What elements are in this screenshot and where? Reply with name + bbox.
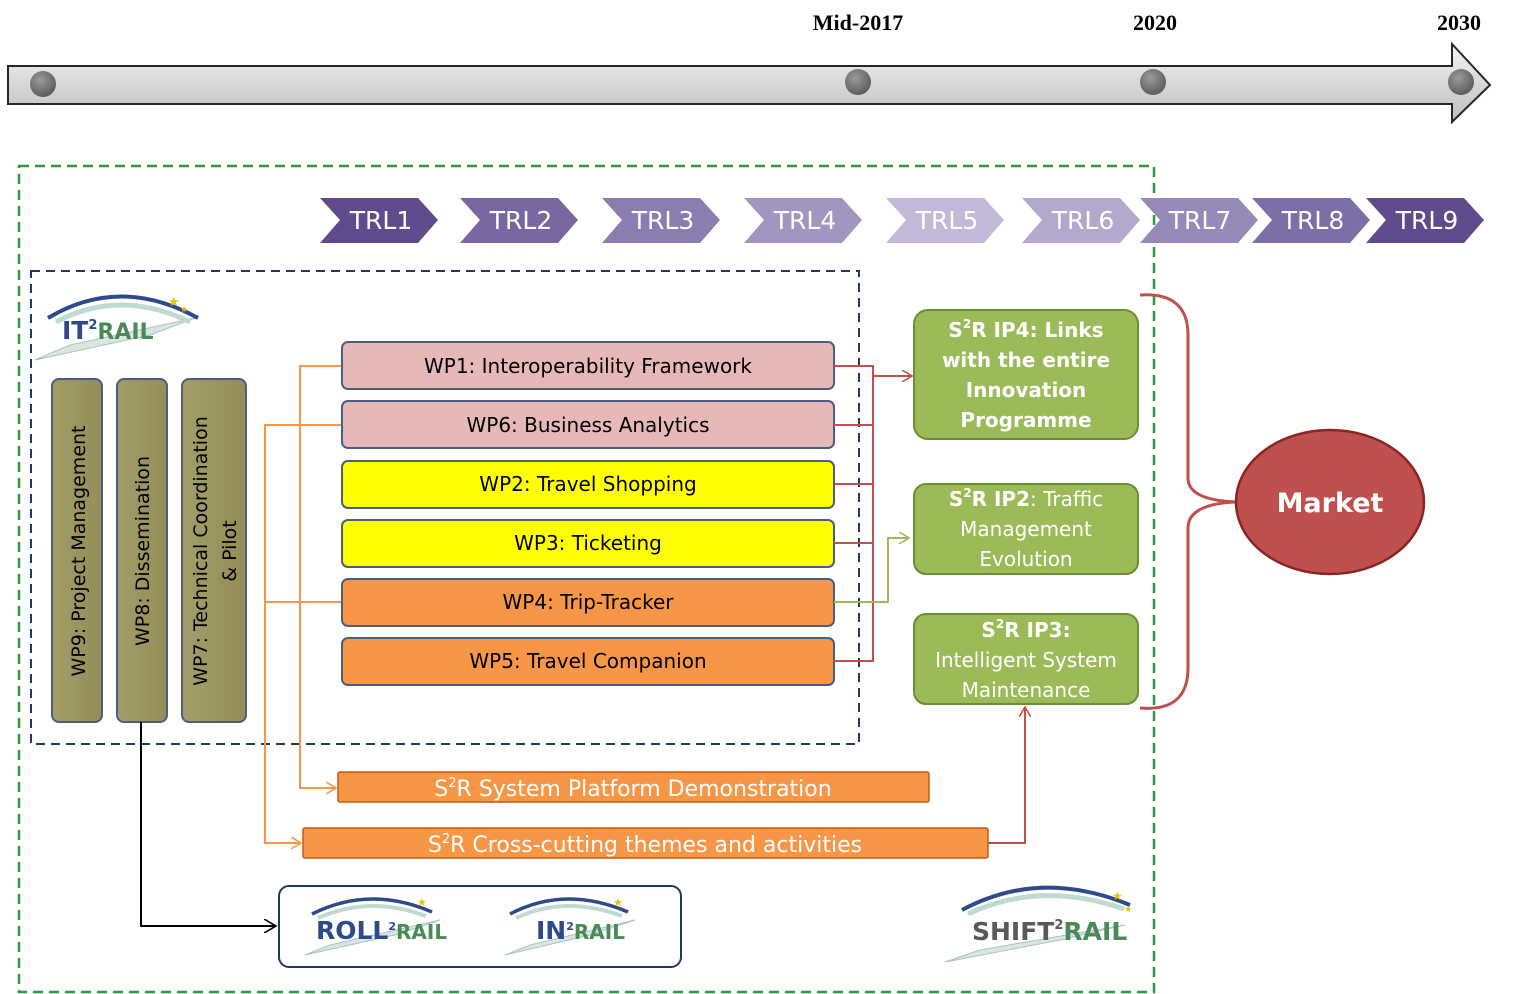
star-icon: ★: [168, 295, 180, 310]
wp9-label: WP9: Project Management: [68, 426, 90, 677]
trl-chevrons: TRL1 TRL2 TRL3 TRL4 TRL5 TRL6 TRL7 TRL8 …: [320, 198, 1484, 243]
ip3-box: [913, 613, 1139, 705]
shift2rail-logo-text: SHIFT2RAIL: [972, 917, 1127, 946]
timeline-dot-mid2017: [845, 69, 871, 95]
star-icon: ★: [613, 896, 623, 909]
ip2-line2: Management: [960, 517, 1092, 541]
timeline-arrow: [7, 41, 1492, 125]
timeline-dot-2030: [1448, 69, 1474, 95]
trl-chevron-2: [460, 198, 578, 243]
ip2-line3: Evolution: [979, 547, 1072, 571]
green-connector: [834, 538, 909, 603]
ip-boxes: S2R IP4: Links with the entire Innovatio…: [913, 309, 1139, 705]
trl-label-7: TRL7: [1168, 206, 1231, 235]
s2r-crosscutting-label: S2R Cross-cutting themes and activities: [428, 832, 862, 858]
trl-chevron-7: [1140, 198, 1258, 243]
trl-chevron-6: [1022, 198, 1140, 243]
market-label: Market: [1277, 488, 1384, 519]
year-label-2030: 2030: [1437, 10, 1481, 35]
year-label-mid2017: Mid-2017: [813, 10, 903, 35]
dissemination-connector: [140, 722, 276, 926]
s2r-platform-label: S2R System Platform Demonstration: [434, 776, 831, 802]
wp1-label: WP1: Interoperability Framework: [424, 354, 752, 378]
star-icon: ★: [1124, 905, 1132, 915]
trl-label-1: TRL1: [349, 206, 412, 235]
s2r-platform-bar: [337, 771, 930, 803]
trl-label-9: TRL9: [1395, 206, 1458, 235]
roll2rail-logo-text: ROLL2RAIL: [316, 916, 447, 945]
ip3-line2: Intelligent System: [935, 648, 1117, 672]
wp6-label: WP6: Business Analytics: [466, 413, 709, 437]
star-icon: ★: [1112, 889, 1123, 903]
timeline-dot-start: [30, 71, 56, 97]
ip4-line2: with the entire: [942, 348, 1110, 372]
timeline-dot-2020: [1140, 69, 1166, 95]
ip4-box: [913, 309, 1139, 440]
trl-chevron-8: [1252, 198, 1370, 243]
wp8-label: WP8: Dissemination: [132, 456, 154, 646]
ip3-line1: S2R IP3:: [981, 617, 1070, 642]
wp9-box: [51, 378, 103, 723]
orange-connectors: [264, 365, 342, 843]
work-packages: WP1: Interoperability Framework WP6: Bus…: [341, 341, 835, 686]
shift2rail-logo: SHIFT2RAIL ★ ★: [944, 885, 1132, 963]
roll2rail-logo: ROLL2RAIL ★: [304, 896, 447, 956]
it2rail-logo: IT2RAIL ★ ★: [34, 294, 199, 361]
wp4-label: WP4: Trip-Tracker: [503, 590, 675, 614]
ip3-line3: Maintenance: [962, 678, 1091, 702]
trl-label-6: TRL6: [1051, 206, 1114, 235]
it2rail-logo-text: IT2RAIL: [62, 316, 154, 345]
wp2-label: WP2: Travel Shopping: [479, 472, 696, 496]
trl-chevron-9: [1366, 198, 1484, 243]
star-icon: ★: [417, 896, 427, 909]
crosscutting-to-ip3-connector: [988, 707, 1025, 844]
star-icon: ★: [180, 305, 188, 315]
market-brace: [1139, 293, 1237, 710]
trl-chevron-3: [602, 198, 720, 243]
s2r-bars: S2R System Platform Demonstration S2R Cr…: [302, 771, 989, 859]
trl-label-8: TRL8: [1281, 206, 1344, 235]
trl-label-3: TRL3: [631, 206, 694, 235]
ip2-line1: S2R IP2: Traffic: [949, 486, 1103, 511]
red-connectors: [834, 365, 912, 662]
ip4-line4: Programme: [960, 408, 1091, 432]
wp7-label-line2: & Pilot: [219, 520, 241, 582]
wp7-box: [181, 378, 247, 723]
ip4-line1: S2R IP4: Links: [948, 317, 1103, 342]
trl-label-4: TRL4: [773, 206, 836, 235]
ip4-line3: Innovation: [966, 378, 1087, 402]
year-label-2020: 2020: [1133, 10, 1177, 35]
wp5-label: WP5: Travel Companion: [469, 649, 706, 673]
trl-label-5: TRL5: [915, 206, 978, 235]
timeline: Mid-2017 2020 2030: [7, 10, 1492, 125]
trl-chevron-5: [886, 198, 1004, 243]
wp7-label-line1: WP7: Technical Coordination: [190, 416, 212, 685]
shift2rail-frame: [17, 164, 1156, 994]
in2rail-logo-text: IN2RAIL: [536, 916, 625, 945]
wp3-label: WP3: Ticketing: [514, 531, 662, 555]
trl-chevron-1: [320, 198, 438, 243]
trl-chevron-4: [744, 198, 862, 243]
vertical-work-packages: WP9: Project Management WP8: Disseminati…: [51, 378, 247, 723]
ip2-box: [913, 483, 1139, 575]
in2rail-logo: IN2RAIL ★: [504, 896, 636, 956]
market-ellipse: [1234, 428, 1426, 576]
it2rail-frame: [30, 270, 860, 745]
trl-label-2: TRL2: [489, 206, 552, 235]
